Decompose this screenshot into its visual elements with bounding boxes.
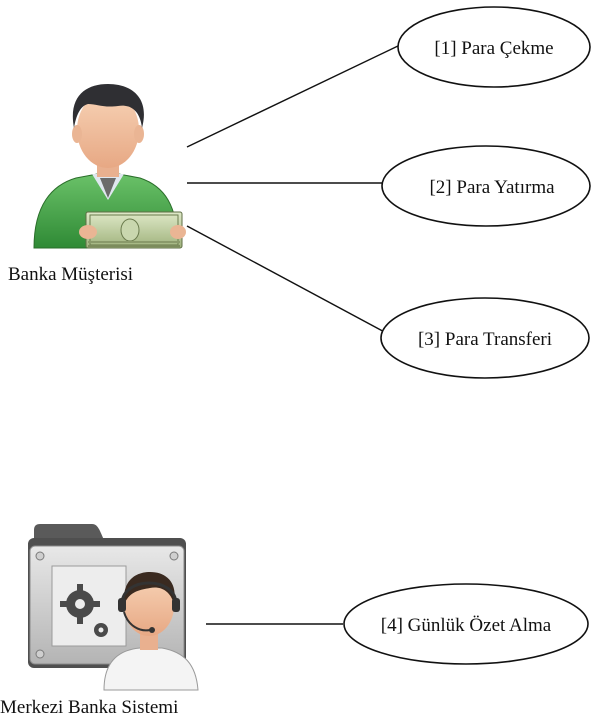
association-line-3 [186,225,391,336]
use-case-2-label: [2] Para Yatırma [429,177,555,198]
actor-label-bank-customer: Banka Müşterisi [8,264,134,285]
association-line-1 [186,44,401,148]
use-case-4-label: [4] Günlük Özet Alma [381,615,552,636]
central-bank-system-icon [28,524,199,691]
use-case-1[interactable]: [1] Para Çekme [397,6,591,88]
actor-label-central-bank-system: Merkezi Banka Sistemi [0,697,179,718]
use-case-3-label: [3] Para Transferi [418,329,552,350]
use-case-3[interactable]: [3] Para Transferi [380,297,590,379]
bank-customer-icon [33,84,186,249]
use-case-1-label: [1] Para Çekme [434,38,553,59]
use-case-2[interactable]: [2] Para Yatırma [381,145,591,227]
use-case-4[interactable]: [4] Günlük Özet Alma [343,583,589,665]
